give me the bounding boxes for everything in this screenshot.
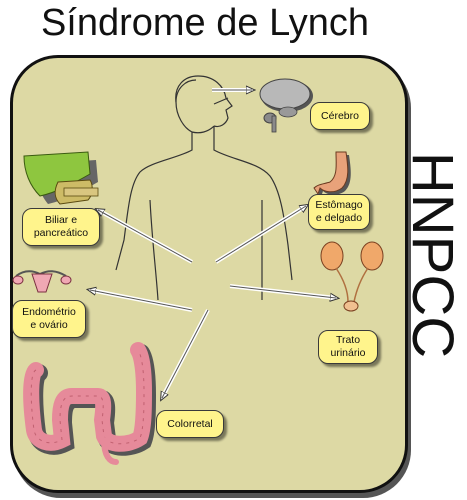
label-endometrium: Endométrio e ovário xyxy=(12,300,86,338)
hnpcc-vertical-label: HNPCC xyxy=(400,152,465,358)
label-colorectal: Colorretal xyxy=(156,410,224,438)
stomach-icon xyxy=(313,151,351,197)
label-biliary: Biliar e pancreático xyxy=(22,208,100,246)
brain-icon xyxy=(259,78,313,133)
diagram-title: Síndrome de Lynch xyxy=(40,2,370,44)
urinary-tract-icon xyxy=(320,241,384,312)
human-silhouette xyxy=(115,79,293,301)
label-urinary: Trato urinário xyxy=(318,330,378,364)
colon-icon xyxy=(23,342,157,465)
biliary-icon xyxy=(23,151,99,205)
head-outline xyxy=(175,75,233,128)
hnpcc-text: HNPCC xyxy=(400,152,465,358)
uterus-ovaries-icon xyxy=(12,270,72,293)
label-stomach: Estômago e delgado xyxy=(308,194,370,230)
label-brain: Cérebro xyxy=(310,102,370,130)
